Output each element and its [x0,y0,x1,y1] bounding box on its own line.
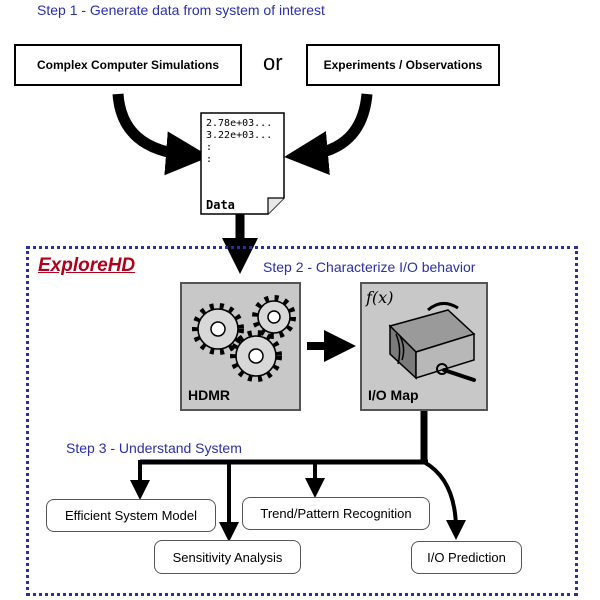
iomap-label: I/O Map [368,387,419,403]
or-label: or [263,50,283,75]
fx-formula: f(x) [366,288,394,307]
efficient-system-model-box: Efficient System Model [46,499,216,532]
iomap-panel: f(x) I/O Map [360,282,488,411]
experiments-box: Experiments / Observations [306,44,500,86]
data-document-text: 2.78e+03...3.22e+03...:: [206,118,273,165]
hdmr-panel: HDMR [180,282,301,411]
simulations-box: Complex Computer Simulations [14,44,242,86]
io-prediction-box: I/O Prediction [411,541,522,574]
data-document-icon [200,112,285,215]
arrow-simulations-to-data [112,93,210,176]
step3-heading: Step 3 - Understand System [66,440,242,456]
arrow-experiments-to-data [284,93,373,175]
gears-icon [192,295,296,382]
toolbox-icon [388,302,476,382]
hdmr-label: HDMR [188,387,230,403]
sensitivity-analysis-box: Sensitivity Analysis [154,540,301,574]
explorehd-brand: ExploreHD [38,255,136,276]
step2-heading: Step 2 - Characterize I/O behavior [263,259,476,275]
explorehd-frame [26,246,578,596]
trend-pattern-recognition-box: Trend/Pattern Recognition [242,497,430,530]
step1-heading: Step 1 - Generate data from system of in… [37,2,325,18]
connector-to-prediction [422,460,466,540]
data-document-label: Data [206,198,235,212]
